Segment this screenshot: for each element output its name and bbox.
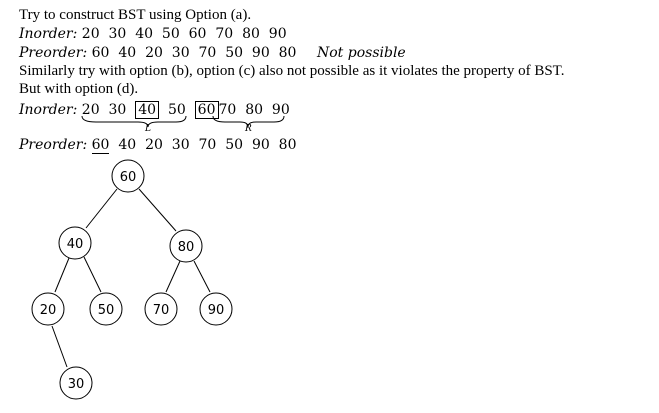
preorder-root-underlined: 60 [91,137,110,154]
node-70 [144,292,178,326]
edge-60-40 [85,188,118,229]
inorder-sequence: 20 30 40 50 60 70 80 90 [81,26,287,42]
tree-nodes [31,159,233,400]
edge-80-70 [165,260,181,293]
node-50 [89,292,123,326]
tree-labels: 60 40 80 20 50 70 90 30 [40,170,225,392]
edge-20-30 [51,325,68,368]
tree-edges [51,188,211,368]
inorder-mid-part: 50 [159,102,195,118]
node-40 [58,226,92,260]
node-80 [169,229,203,263]
but-with-text: But with option (d). [19,81,139,97]
edge-40-20 [54,257,70,293]
left-subtree-mark: L [145,124,151,134]
node-label-70: 70 [153,303,170,318]
node-20 [31,292,65,326]
node-30 [59,366,93,400]
similarly-text: Similarly try with option (b), option (c… [19,63,565,79]
inorder-label: Inorder: [19,102,78,118]
node-label-40: 40 [67,237,84,252]
inorder-boxed-60: 60 [194,101,219,119]
node-label-60: 60 [120,170,137,185]
inorder-right-part: 70 80 90 [218,102,290,118]
node-label-20: 20 [40,303,57,318]
right-subtree-brace [212,115,285,128]
node-label-50: 50 [98,303,115,318]
option-a-inorder: Inorder: 20 30 40 50 60 70 80 90 [19,25,287,43]
preorder-label: Preorder: [19,137,88,153]
not-possible-label: Not possible [317,45,406,61]
node-label-80: 80 [178,240,195,255]
option-a-preorder: Preorder: 60 40 20 30 70 50 90 80 [19,44,296,62]
preorder-label: Preorder: [19,45,88,61]
edge-40-50 [83,256,102,293]
inorder-boxed-40: 40 [135,101,160,119]
edge-80-90 [193,260,211,293]
inorder-label: Inorder: [19,26,78,42]
inorder-left-part: 20 30 [81,102,136,118]
node-label-90: 90 [208,303,225,318]
node-label-30: 30 [68,377,85,392]
node-60 [111,159,145,193]
preorder-sequence: 60 40 20 30 70 50 90 80 [91,45,297,61]
node-90 [199,292,233,326]
preorder-rest: 40 20 30 70 50 90 80 [109,137,297,153]
edge-60-80 [138,188,177,232]
option-d-preorder: Preorder: 60 40 20 30 70 50 90 80 [19,136,296,154]
intro-text: Try to construct BST using Option (a). [19,7,252,23]
right-subtree-mark: R [245,124,252,134]
left-subtree-brace [81,115,187,128]
